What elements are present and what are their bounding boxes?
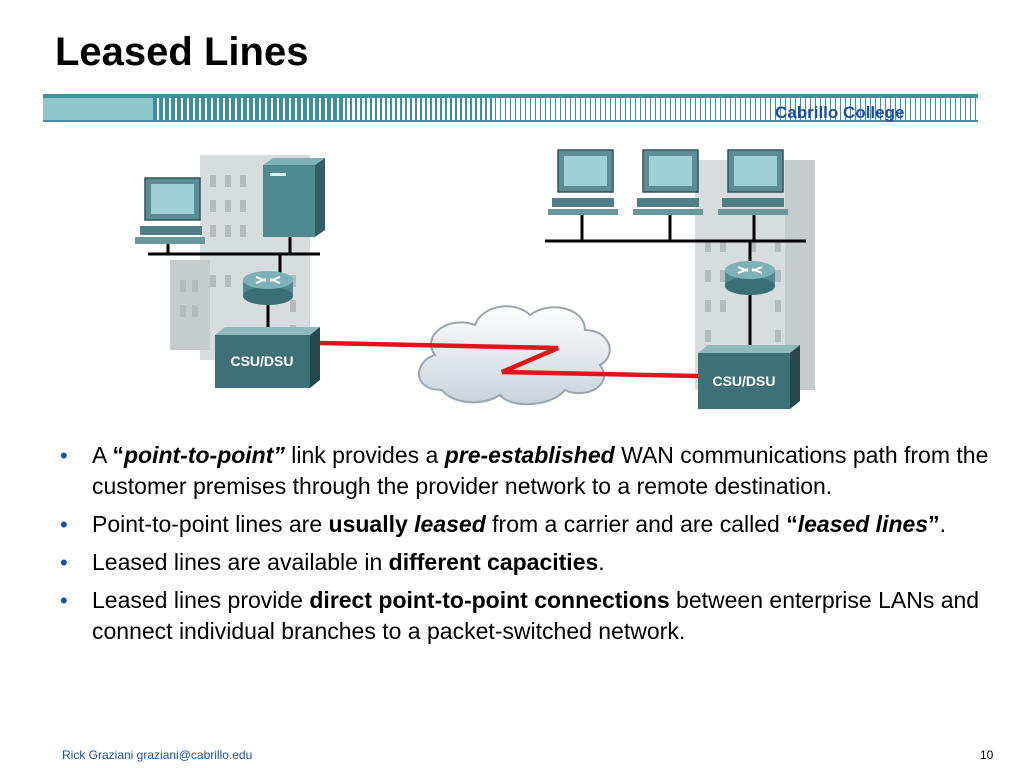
left-csu-dsu: CSU/DSU bbox=[215, 327, 320, 388]
right-workstation-icon-1 bbox=[548, 149, 618, 215]
right-workstation-icon-2 bbox=[633, 149, 703, 215]
right-csu-label: CSU/DSU bbox=[712, 373, 775, 389]
bullet-dot-icon: • bbox=[60, 443, 68, 468]
bullet-quote: “ bbox=[112, 442, 124, 468]
bullet-dot-icon: • bbox=[60, 550, 68, 575]
slide-title: Leased Lines bbox=[55, 30, 309, 74]
right-lan-line bbox=[545, 215, 806, 262]
bullet-text: . bbox=[598, 549, 605, 575]
bullet-dot-icon: • bbox=[60, 512, 68, 537]
bullet-emphasis: point-to-point” bbox=[123, 442, 285, 468]
bullet-emphasis: pre-established bbox=[444, 442, 615, 468]
bullet-text: WAN communications path from the custome… bbox=[92, 442, 989, 499]
left-server-icon bbox=[263, 158, 325, 237]
bullet-quote: ” bbox=[928, 511, 940, 537]
bullet-dot-icon: • bbox=[60, 588, 68, 613]
bullet-text: Leased lines are available in bbox=[92, 549, 389, 575]
bullet-text: . bbox=[939, 511, 946, 537]
leased-line-link bbox=[319, 340, 699, 379]
footer-author: Rick Graziani graziani@cabrillo.edu bbox=[62, 748, 253, 762]
bullet-emphasis: usually bbox=[328, 511, 408, 537]
bullet-list: • A “point-to-point” link provides a pre… bbox=[55, 440, 995, 654]
bullet-text: Point-to-point lines are bbox=[92, 511, 329, 537]
bullet-text: Leased lines provide bbox=[92, 587, 310, 613]
right-csu-dsu: CSU/DSU bbox=[698, 345, 800, 409]
header-banner bbox=[43, 94, 978, 122]
page-number: 10 bbox=[980, 748, 994, 762]
bullet-item: • Point-to-point lines are usually lease… bbox=[55, 509, 995, 540]
left-csu-label: CSU/DSU bbox=[230, 353, 293, 369]
bullet-emphasis: different capacities bbox=[388, 549, 599, 575]
bullet-item: • A “point-to-point” link provides a pre… bbox=[55, 440, 995, 502]
bullet-text: from a carrier and are called bbox=[485, 511, 787, 537]
college-logo-text: Cabrillo College bbox=[775, 103, 905, 122]
network-diagram: CSU/DSU bbox=[135, 149, 815, 409]
bullet-item: • Leased lines are available in differen… bbox=[55, 547, 995, 578]
right-workstation-icon-3 bbox=[718, 149, 788, 215]
left-router-icon bbox=[243, 271, 293, 305]
bullet-emphasis: direct point-to-point connections bbox=[309, 587, 670, 613]
bullet-text: A bbox=[92, 442, 113, 468]
left-workstation-icon bbox=[135, 177, 205, 244]
right-router-icon bbox=[725, 261, 775, 295]
bullet-item: • Leased lines provide direct point-to-p… bbox=[55, 585, 995, 647]
bullet-quote: “ bbox=[786, 511, 798, 537]
bullet-text: link provides a bbox=[284, 442, 445, 468]
bullet-text: between enterprise LANs and connect indi… bbox=[92, 587, 980, 644]
bullet-emphasis: leased bbox=[414, 511, 486, 537]
bullet-emphasis: leased lines bbox=[797, 511, 929, 537]
provider-cloud-icon bbox=[418, 305, 611, 406]
